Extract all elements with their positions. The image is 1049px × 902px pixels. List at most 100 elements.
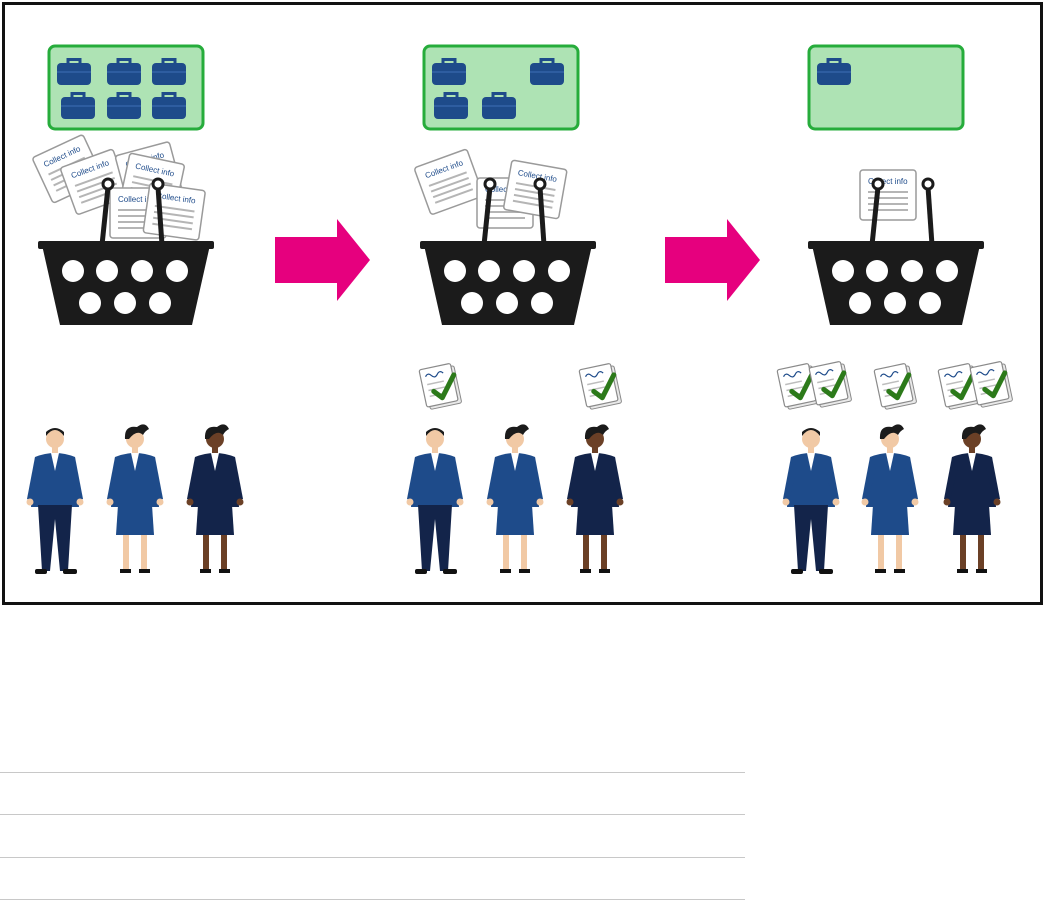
basket-hole	[548, 260, 570, 282]
basket-hole	[62, 260, 84, 282]
checkmark-icon	[982, 370, 1008, 399]
skirt	[576, 505, 614, 535]
right-arrow	[275, 219, 370, 301]
basket-hole	[919, 292, 941, 314]
basket-hole	[531, 292, 553, 314]
completed-form-icon	[969, 361, 1013, 408]
basket-hole	[131, 260, 153, 282]
head	[426, 430, 444, 448]
bag-panel	[422, 44, 580, 131]
jacket	[31, 453, 79, 507]
divider-line	[0, 814, 745, 815]
trousers	[794, 505, 828, 571]
briefcase-icon	[530, 58, 564, 85]
basket-handle	[99, 186, 111, 246]
paper-label: Collect info	[118, 195, 158, 204]
paper-form: Collect info	[859, 169, 917, 221]
man-figure	[782, 428, 840, 574]
checkmark-icon	[431, 372, 457, 401]
basket-hole	[114, 292, 136, 314]
briefcase-icon	[61, 92, 95, 119]
basket-hole	[79, 292, 101, 314]
man-figure	[406, 428, 464, 574]
briefcase-icon	[434, 92, 468, 119]
completed-form-icon	[418, 363, 462, 410]
skirt	[116, 505, 154, 535]
basket-hole	[149, 292, 171, 314]
team-group	[406, 363, 624, 574]
basket: Collect info	[808, 169, 984, 325]
team-group	[26, 424, 244, 574]
basket-hole	[866, 260, 888, 282]
skirt	[871, 505, 909, 535]
basket-hole	[461, 292, 483, 314]
completed-form-icon	[873, 363, 917, 410]
briefcase-icon	[817, 58, 851, 85]
jacket	[111, 453, 159, 507]
checkmark-icon	[821, 370, 847, 399]
team-group	[776, 361, 1013, 574]
jacket	[571, 453, 619, 507]
woman-figure	[566, 424, 624, 573]
trousers	[418, 505, 452, 571]
bag-panel	[807, 44, 965, 131]
jacket	[411, 453, 459, 507]
paper-form: Collect info	[142, 182, 206, 241]
skirt	[196, 505, 234, 535]
woman-figure	[943, 424, 1001, 573]
briefcase-icon	[57, 58, 91, 85]
basket-hole	[166, 260, 188, 282]
basket-handle	[537, 186, 547, 246]
completed-form-icon	[808, 361, 852, 408]
paper-form: Collect info	[503, 159, 568, 220]
woman-figure	[186, 424, 244, 573]
briefcase-icon	[482, 92, 516, 119]
basket-hole	[444, 260, 466, 282]
basket-hole	[96, 260, 118, 282]
divider-line	[0, 899, 745, 900]
head	[802, 430, 820, 448]
jacket	[191, 453, 239, 507]
basket-handle	[481, 186, 493, 246]
woman-figure	[486, 424, 544, 573]
checkmark-icon	[789, 372, 815, 401]
basket-hole	[478, 260, 500, 282]
jacket	[948, 453, 996, 507]
briefcase-icon	[152, 92, 186, 119]
man-figure	[26, 428, 84, 574]
basket-hole	[496, 292, 518, 314]
basket-handle	[925, 186, 935, 246]
basket-hole	[513, 260, 535, 282]
woman-figure	[106, 424, 164, 573]
briefcase-icon	[432, 58, 466, 85]
trousers	[38, 505, 72, 571]
completed-form-icon	[578, 363, 622, 410]
checkmark-icon	[591, 372, 617, 401]
head	[46, 430, 64, 448]
woman-figure	[861, 424, 919, 573]
jacket	[787, 453, 835, 507]
briefcase-icon	[107, 58, 141, 85]
jacket	[491, 453, 539, 507]
skirt	[953, 505, 991, 535]
skirt	[496, 505, 534, 535]
paper-label: Collect info	[485, 185, 525, 194]
completed-form-icon	[937, 363, 981, 410]
paper-form: Collect info	[414, 148, 484, 215]
checkmark-icon	[886, 372, 912, 401]
basket-hole	[884, 292, 906, 314]
divider-line	[0, 772, 745, 773]
basket-hole	[901, 260, 923, 282]
basket-hole	[849, 292, 871, 314]
paper-label: Collect info	[868, 177, 908, 186]
jacket	[866, 453, 914, 507]
basket-handle	[155, 186, 165, 246]
basket-hole	[936, 260, 958, 282]
basket-handle	[869, 186, 881, 246]
divider-line	[0, 857, 745, 858]
right-arrow	[665, 219, 760, 301]
